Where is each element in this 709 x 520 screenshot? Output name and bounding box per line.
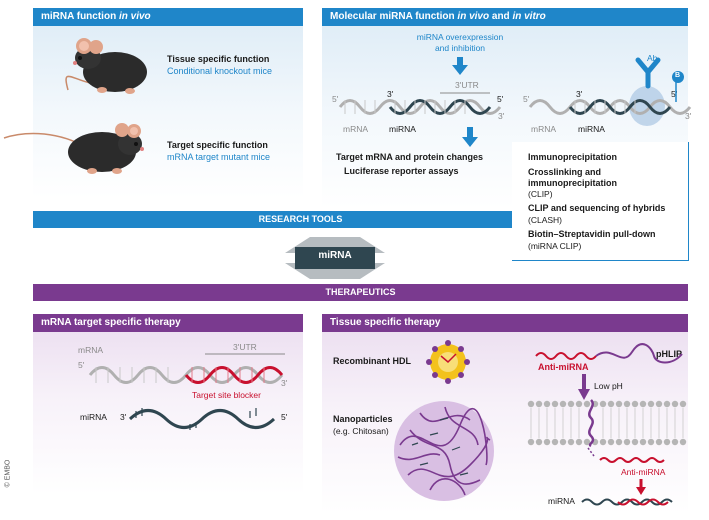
low-ph-label: Low pH <box>594 381 623 391</box>
arrow-down-icon <box>578 374 590 400</box>
anti-mirna-label: Anti-miRNA <box>538 362 589 372</box>
research-tools-label: RESEARCH TOOLS <box>258 214 343 224</box>
overexpression-label: miRNA overexpression and inhibition <box>416 32 504 53</box>
tissue-specific-title: Tissue specific function <box>167 54 270 64</box>
method-clash-sub: (CLASH) <box>528 215 563 225</box>
mirna-center-label: miRNA <box>318 250 352 261</box>
utr-bracket <box>440 92 490 94</box>
three-prime-label: 3' <box>387 89 394 99</box>
panel-header-mrna-target-therapy: mRNA target specific therapy <box>33 314 303 332</box>
panel-header-molecular-function: Molecular miRNA function in vivo and in … <box>322 8 688 26</box>
mirna-label: miRNA <box>578 124 605 134</box>
arrow-down-icon <box>452 57 468 75</box>
nanoparticles-label: Nanoparticles <box>333 414 393 424</box>
three-prime-label: 3' <box>281 378 288 388</box>
hdl-particle-icon <box>426 340 470 384</box>
utr-label: 3'UTR <box>233 342 257 352</box>
three-prime-label: 3' <box>576 89 583 99</box>
ago-complex-duplex <box>528 57 692 126</box>
five-prime-label: 5' <box>332 94 339 104</box>
recombinant-hdl-label: Recombinant HDL <box>333 356 412 366</box>
three-prime-label: 3' <box>498 111 505 121</box>
utr-label: 3'UTR <box>455 80 479 90</box>
method-clip-sub: (CLIP) <box>528 189 553 199</box>
biotin-label: B <box>675 72 681 79</box>
utr-bracket <box>205 353 285 355</box>
tissue-specific-subtitle: Conditional knockout mice <box>167 66 273 76</box>
arrow-down-icon <box>462 127 478 147</box>
panel-mrna-target-therapy <box>33 314 303 494</box>
method-clash-title: CLIP and sequencing of hybrids <box>528 203 666 213</box>
result-luciferase: Luciferase reporter assays <box>344 166 459 176</box>
antibody-label: Ab <box>647 53 658 63</box>
five-prime-label: 5' <box>281 412 288 422</box>
released-strand <box>587 447 665 463</box>
mirna-strand <box>128 408 276 430</box>
target-site-blocker-label: Target site blocker <box>192 390 261 400</box>
phlip-anti-mirna-conjugate <box>535 343 683 364</box>
five-prime-label: 5' <box>497 94 504 104</box>
phlip-label: pHLIP <box>656 349 682 359</box>
mrna-mirna-duplex <box>338 99 502 115</box>
mirna-anti-mirna-duplex <box>581 498 673 506</box>
mouse-icon <box>65 38 147 94</box>
mrna-blocker-duplex <box>88 366 284 384</box>
miRNA-hexagon <box>285 237 385 279</box>
mouse-icon <box>3 123 144 174</box>
panel-header-tissue-specific-therapy: Tissue specific therapy <box>322 314 688 332</box>
method-biotin-title: Biotin–Streptavidin pull-down <box>528 229 656 239</box>
three-prime-label: 3' <box>120 412 127 422</box>
five-prime-label: 5' <box>671 89 678 99</box>
nanoparticle-icon <box>394 401 494 501</box>
methods-box <box>512 142 689 261</box>
five-prime-label: 5' <box>523 94 530 104</box>
nanoparticles-sub: (e.g. Chitosan) <box>333 426 389 436</box>
panel-header-mirna-in-vivo: miRNA function in vivo <box>33 8 303 26</box>
therapeutics-band: THERAPEUTICS <box>33 284 688 301</box>
anti-mirna-label-2: Anti-miRNA <box>621 467 666 477</box>
mrna-label: mRNA <box>78 345 104 355</box>
copyright-label: © EMBO <box>4 459 12 488</box>
mrna-label: mRNA <box>531 124 557 134</box>
result-target-changes: Target mRNA and protein changes <box>336 152 484 162</box>
target-specific-subtitle: mRNA target mutant mice <box>167 152 271 162</box>
method-immunoprecipitation: Immunoprecipitation <box>528 152 618 162</box>
mirna-label: miRNA <box>80 412 107 422</box>
research-tools-band <box>33 211 512 228</box>
method-biotin-sub: (miRNA CLIP) <box>528 241 582 251</box>
mrna-label: mRNA <box>343 124 369 134</box>
mirna-label: miRNA <box>548 496 575 506</box>
three-prime-label: 3' <box>685 111 692 121</box>
five-prime-label: 5' <box>78 360 85 370</box>
mirna-label: miRNA <box>389 124 416 134</box>
method-clip-title: Crosslinking and immunoprecipitation <box>528 167 618 188</box>
target-specific-title: Target specific function <box>167 140 268 150</box>
cell-membrane <box>527 399 687 448</box>
arrow-down-icon <box>636 479 646 495</box>
panel-mirna-in-vivo <box>33 8 303 198</box>
